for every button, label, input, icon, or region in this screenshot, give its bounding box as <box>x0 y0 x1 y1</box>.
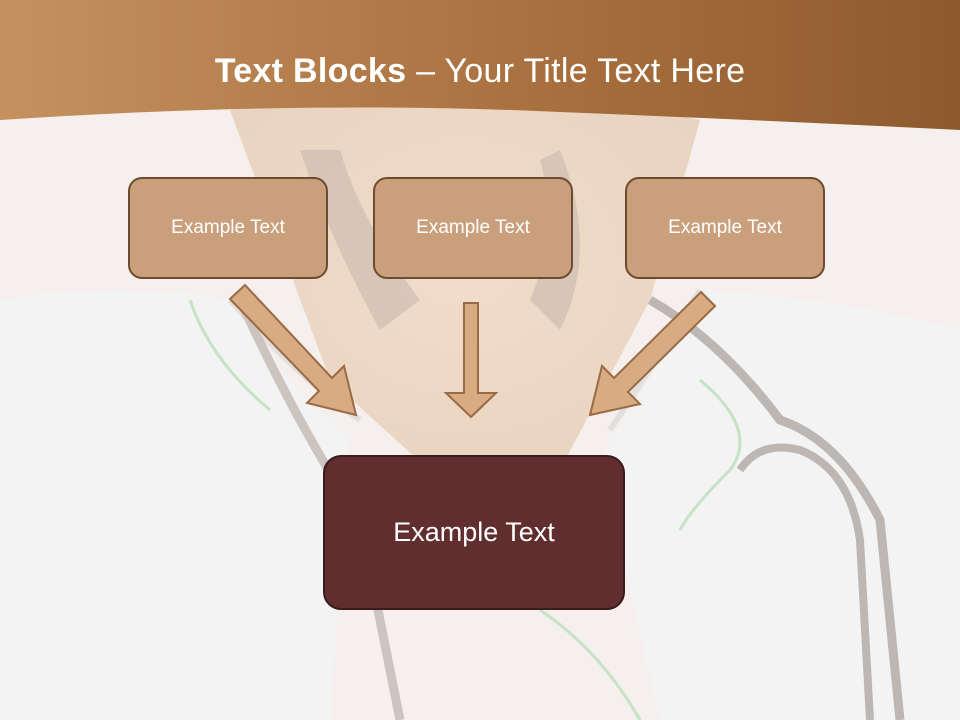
text-block-top-right[interactable]: Example Text <box>625 177 825 279</box>
arrow-left <box>228 283 358 417</box>
text-block-bottom[interactable]: Example Text <box>323 455 625 610</box>
title-bold: Text Blocks <box>214 52 407 90</box>
text-block-label: Example Text <box>171 217 285 238</box>
title-text: Your Title Text Here <box>444 52 746 90</box>
text-block-top-left[interactable]: Example Text <box>128 177 328 279</box>
slide-title: Text Blocks – Your Title Text Here <box>0 52 960 91</box>
text-block-label: Example Text <box>416 217 530 238</box>
text-block-label: Example Text <box>668 217 782 238</box>
arrow-right <box>588 290 717 417</box>
text-block-top-center[interactable]: Example Text <box>373 177 573 279</box>
text-block-bottom-label: Example Text <box>393 517 555 547</box>
title-dash: – <box>406 52 445 90</box>
arrow-middle <box>443 302 499 419</box>
